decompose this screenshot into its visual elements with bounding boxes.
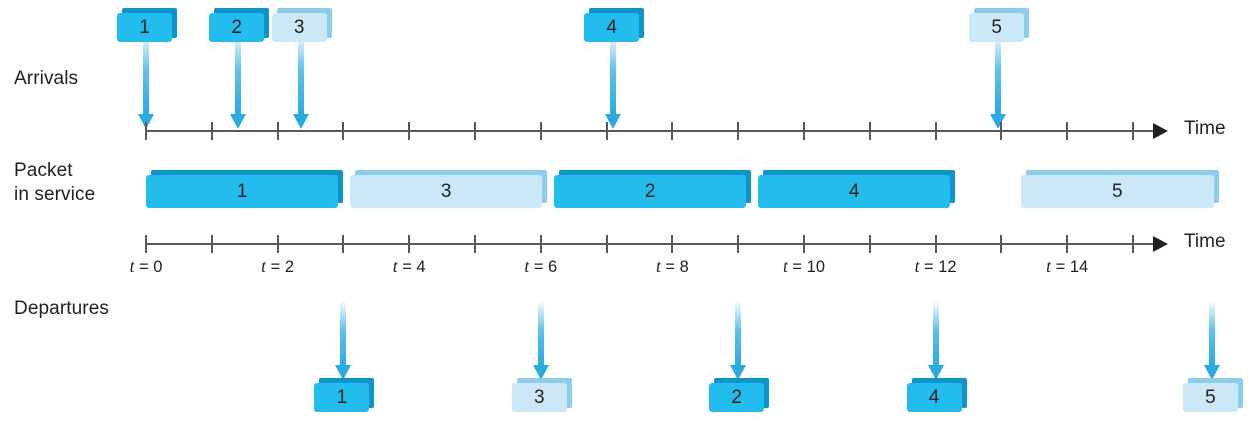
packet-box-label: 1 bbox=[117, 13, 172, 42]
departure-arrow-4 bbox=[925, 302, 947, 380]
axis-tick-label: t = 10 bbox=[782, 256, 826, 276]
axis-label-time-top: Time bbox=[1184, 118, 1226, 139]
packet-box-label: 3 bbox=[511, 383, 567, 412]
service-bar-label: 3 bbox=[349, 175, 543, 208]
arrival-packet-2[interactable]: 2 bbox=[209, 8, 270, 42]
axis-tick-label: t = 12 bbox=[914, 256, 957, 276]
axis-line bbox=[146, 243, 1155, 245]
axis-tick-label: t = 8 bbox=[655, 256, 689, 276]
departure-packet-3[interactable]: 3 bbox=[511, 378, 572, 412]
row-label-departures: Departures bbox=[14, 298, 109, 319]
axis-tick bbox=[605, 122, 608, 140]
arrival-packet-1[interactable]: 1 bbox=[117, 8, 177, 42]
arrival-arrow-1 bbox=[135, 34, 157, 129]
packet-box-label: 5 bbox=[969, 13, 1025, 42]
departure-arrow-2 bbox=[727, 302, 749, 380]
axis-tick bbox=[276, 122, 279, 140]
axis-tick bbox=[803, 235, 805, 253]
axis-tick-label: t = 2 bbox=[261, 256, 295, 276]
packet-box-label: 5 bbox=[1182, 383, 1238, 412]
arrival-arrow-2 bbox=[227, 34, 249, 129]
departure-packet-4[interactable]: 4 bbox=[906, 378, 967, 412]
departure-arrow-5 bbox=[1201, 302, 1223, 380]
axis-tick bbox=[276, 235, 279, 253]
service-bar-1[interactable]: 1 bbox=[146, 170, 344, 208]
arrival-arrow-4 bbox=[602, 34, 624, 129]
service-bar-label: 2 bbox=[553, 175, 747, 208]
departure-arrow-3 bbox=[530, 302, 552, 380]
axis-tick bbox=[1132, 122, 1134, 140]
arrival-arrow-5 bbox=[987, 34, 1009, 129]
axis-tick bbox=[210, 122, 213, 140]
departure-arrow-1 bbox=[332, 302, 354, 380]
packet-box-label: 1 bbox=[314, 383, 370, 412]
axis-tick bbox=[342, 122, 345, 140]
axis-tick bbox=[474, 122, 476, 140]
axis-tick bbox=[671, 235, 674, 253]
axis-label-time-bottom: Time bbox=[1184, 231, 1226, 252]
axis-tick bbox=[934, 235, 937, 253]
axis-arrowhead-icon bbox=[1153, 123, 1168, 139]
axis-tick bbox=[408, 235, 411, 253]
axis-tick bbox=[539, 122, 542, 140]
axis-tick bbox=[934, 122, 937, 140]
axis-tick bbox=[210, 235, 213, 253]
axis-arrowhead-icon bbox=[1153, 236, 1168, 252]
axis-tick-label: t = 0 bbox=[129, 256, 163, 276]
axis-tick bbox=[1000, 122, 1003, 140]
service-bar-2[interactable]: 2 bbox=[553, 170, 752, 208]
service-bar-3[interactable]: 3 bbox=[349, 170, 548, 208]
packet-box-label: 2 bbox=[209, 13, 265, 42]
axis-tick bbox=[737, 235, 740, 253]
service-bar-4[interactable]: 4 bbox=[757, 170, 956, 208]
axis-tick bbox=[145, 122, 147, 140]
axis-line bbox=[146, 130, 1155, 132]
arrival-arrow-3 bbox=[290, 34, 312, 129]
service-bar-label: 1 bbox=[146, 175, 339, 208]
service-bar-5[interactable]: 5 bbox=[1021, 170, 1219, 208]
departure-packet-5[interactable]: 5 bbox=[1182, 378, 1243, 412]
arrival-packet-4[interactable]: 4 bbox=[584, 8, 645, 42]
axis-tick bbox=[342, 235, 345, 253]
service-bar-label: 5 bbox=[1021, 175, 1214, 208]
axis-tick bbox=[868, 235, 871, 253]
row-label-arrivals: Arrivals bbox=[14, 68, 79, 89]
axis-tick bbox=[145, 235, 147, 253]
departure-packet-1[interactable]: 1 bbox=[314, 378, 375, 412]
axis-tick-label: t = 4 bbox=[392, 256, 426, 276]
packet-box-label: 4 bbox=[584, 13, 640, 42]
axis-tick bbox=[803, 122, 805, 140]
departure-packet-2[interactable]: 2 bbox=[709, 378, 770, 412]
row-label-packet-in-service-line2: in service bbox=[14, 184, 96, 205]
axis-tick bbox=[1066, 122, 1069, 140]
axis-tick bbox=[868, 122, 871, 140]
axis-tick bbox=[1000, 235, 1003, 253]
axis-tick-label: t = 14 bbox=[1046, 256, 1089, 276]
axis-tick bbox=[474, 235, 476, 253]
service-bar-label: 4 bbox=[757, 175, 951, 208]
axis-tick bbox=[737, 122, 740, 140]
axis-tick bbox=[1132, 235, 1134, 253]
axis-tick bbox=[671, 122, 674, 140]
arrival-packet-3[interactable]: 3 bbox=[271, 8, 332, 42]
axis-tick bbox=[1066, 235, 1069, 253]
arrival-packet-5[interactable]: 5 bbox=[969, 8, 1030, 42]
axis-tick bbox=[605, 235, 608, 253]
axis-tick-label: t = 6 bbox=[524, 256, 558, 276]
packet-box-label: 4 bbox=[906, 383, 962, 412]
packet-box-label: 2 bbox=[709, 383, 765, 412]
row-label-packet-in-service-line1: Packet bbox=[14, 160, 73, 181]
axis-tick bbox=[408, 122, 411, 140]
axis-tick bbox=[539, 235, 542, 253]
packet-box-label: 3 bbox=[271, 13, 327, 42]
